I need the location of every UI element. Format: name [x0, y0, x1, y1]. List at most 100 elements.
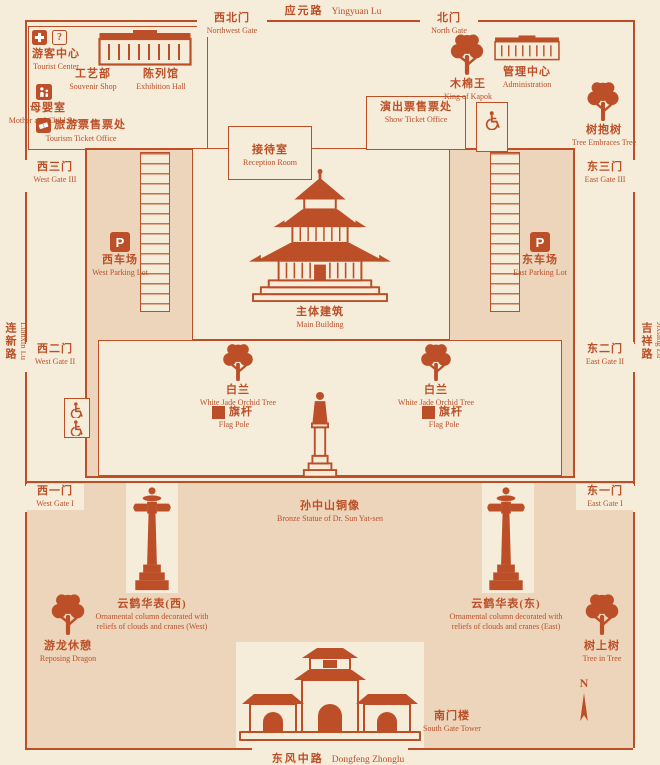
- ornamental-column-west-label: 云鹤华表(西) Ornamental column decorated with…: [90, 598, 214, 632]
- west-parking-strip: [140, 152, 170, 312]
- show-ticket-office-zh: 演出票售票处: [380, 101, 452, 113]
- souvenir-shop-label: 工艺部 Souvenir Shop: [62, 68, 124, 92]
- souvenir-shop-en: Souvenir Shop: [69, 81, 117, 91]
- west-parking-icon: P: [110, 232, 130, 252]
- gate-east-3-zh: 东三门: [587, 161, 623, 173]
- gate-northwest-en: Northwest Gate: [206, 25, 258, 35]
- reposing-dragon-label: 游龙休憩 Reposing Dragon: [24, 640, 112, 664]
- mother-child-icon: [36, 84, 52, 100]
- south-wall-segment: [25, 748, 252, 750]
- south-gate-tower-illustration: [238, 646, 422, 746]
- gate-northwest: 西北门 Northwest Gate: [197, 11, 267, 37]
- reposing-dragon-en: Reposing Dragon: [39, 653, 97, 663]
- gate-west-2: 西二门 West Gate II: [26, 342, 84, 368]
- road-dongfeng-zh: 东风中路: [271, 753, 324, 765]
- gate-west-3-en: West Gate III: [33, 174, 77, 184]
- white-jade-orchid-east-en: White Jade Orchid Tree: [397, 397, 475, 407]
- tree-embraces-tree-en: Tree Embraces Tree: [571, 137, 637, 147]
- king-of-kapok-label: 木棉王 King of Kapok: [428, 78, 508, 102]
- wheelchair-icon: [68, 402, 85, 418]
- sun-yat-sen-statue-zh: 孙中山铜像: [300, 500, 360, 512]
- mother-child-zh: 母婴室: [30, 102, 66, 114]
- gate-north-zh: 北门: [437, 12, 461, 24]
- flag-pole-west-marker: [212, 406, 225, 419]
- tourism-ticket-en: Tourism Ticket Office: [45, 134, 117, 143]
- east-parking-label: 东车场 East Parking Lot: [502, 254, 578, 278]
- flag-pole-east-en: Flag Pole: [428, 420, 460, 429]
- ornamental-column-east-zh: 云鹤华表(东): [471, 598, 541, 610]
- tree-embraces-tree-label: 树抱树 Tree Embraces Tree: [550, 124, 658, 148]
- sun-yat-sen-statue-en: Bronze Statue of Dr. Sun Yat-sen: [277, 513, 383, 523]
- road-jixiang-en: Jixiang Lu: [655, 322, 660, 359]
- reposing-dragon-zh: 游龙休憩: [44, 640, 92, 652]
- king-of-kapok-zh: 木棉王: [450, 78, 486, 90]
- tree-embraces-tree-zh: 树抱树: [586, 124, 622, 136]
- gate-west-3: 西三门 West Gate III: [26, 160, 84, 186]
- tourist-center-en: Tourist Center: [33, 61, 79, 71]
- road-yingyuan: 应元路 Yingyuan Lu: [248, 2, 418, 18]
- reception-room-zh: 接待室: [252, 144, 288, 156]
- gate-east-1: 东一门 East Gate I: [576, 484, 634, 510]
- east-wall-segment: [633, 512, 635, 748]
- ornamental-column-west-en: Ornamental column decorated with reliefs…: [95, 611, 209, 631]
- gate-west-1-en: West Gate I: [36, 498, 74, 508]
- flag-pole-east-zh: 旗杆: [439, 406, 463, 418]
- road-lianxin-en: Lianxin Lu: [19, 322, 29, 361]
- administration-en: Administration: [502, 79, 552, 89]
- white-jade-orchid-west-label: 白兰 White Jade Orchid Tree: [176, 384, 300, 408]
- compass-needle-icon: [578, 692, 590, 728]
- flag-pole-west-zh: 旗杆: [229, 406, 253, 418]
- gate-east-1-en: East Gate I: [587, 498, 623, 508]
- sun-yat-sen-statue-illustration: [301, 386, 339, 480]
- gate-east-3: 东三门 East Gate III: [576, 160, 634, 186]
- north-wall-segment: [25, 20, 207, 22]
- road-jixiang: 吉祥路 Jixiang Lu: [638, 322, 660, 442]
- first-aid-icon: [32, 30, 47, 45]
- administration-zh: 管理中心: [503, 66, 551, 78]
- south-gate-tower-label: 南门楼 South Gate Tower: [402, 710, 502, 734]
- tree-in-tree-zh: 树上树: [584, 640, 620, 652]
- south-wall-segment: [408, 748, 633, 750]
- gate-west-1: 西一门 West Gate I: [26, 484, 84, 510]
- wheelchair-icon: [68, 420, 85, 436]
- east-wall-segment: [633, 372, 635, 486]
- west-parking-en: West Parking Lot: [92, 267, 148, 277]
- white-jade-orchid-west-zh: 白兰: [226, 384, 250, 396]
- exhibition-hall-label: 陈列馆 Exhibition Hall: [126, 68, 196, 92]
- ornamental-column-east-en: Ornamental column decorated with reliefs…: [449, 611, 563, 631]
- east-parking-icon: P: [530, 232, 550, 252]
- souvenir-shop-zh: 工艺部: [75, 68, 111, 80]
- main-building-illustration: [240, 168, 400, 306]
- administration-label: 管理中心 Administration: [490, 66, 564, 90]
- road-dongfeng: 东风中路 Dongfeng Zhonglu: [232, 750, 444, 765]
- white-jade-orchid-west-icon: [220, 342, 256, 382]
- cross-glyph: [34, 32, 45, 43]
- exhibition-hall-en: Exhibition Hall: [136, 81, 186, 91]
- tree-in-tree-en: Tree in Tree: [582, 653, 622, 663]
- gate-east-2: 东二门 East Gate II: [576, 342, 634, 368]
- tree-embraces-tree-icon: [584, 80, 622, 122]
- east-wall-segment: [633, 20, 635, 160]
- west-parking-label: 西车场 West Parking Lot: [82, 254, 158, 278]
- ticket-icon: [36, 118, 51, 133]
- question-info-icon: ?: [52, 30, 67, 45]
- south-gate-tower-en: South Gate Tower: [423, 723, 481, 733]
- white-jade-orchid-east-label: 白兰 White Jade Orchid Tree: [374, 384, 498, 408]
- compass-north-letter: N: [579, 676, 589, 690]
- reception-room-en: Reception Room: [243, 157, 297, 167]
- king-of-kapok-en: King of Kapok: [444, 91, 492, 101]
- tourism-ticket-zh: 旅游票售票处: [54, 119, 126, 131]
- west-parking-zh: 西车场: [102, 254, 138, 266]
- white-jade-orchid-east-icon: [418, 342, 454, 382]
- exhibition-hall-icon: [98, 30, 192, 66]
- west-wall-segment: [25, 372, 27, 486]
- gate-east-1-zh: 东一门: [587, 485, 623, 497]
- gate-north-en: North Gate: [431, 25, 467, 35]
- road-yingyuan-en: Yingyuan Lu: [331, 7, 382, 17]
- west-wall-segment: [25, 512, 27, 748]
- north-wall-segment: [266, 20, 426, 22]
- east-wall-segment: [633, 192, 635, 344]
- gate-west-3-zh: 西三门: [37, 161, 73, 173]
- gate-east-3-en: East Gate III: [584, 174, 626, 184]
